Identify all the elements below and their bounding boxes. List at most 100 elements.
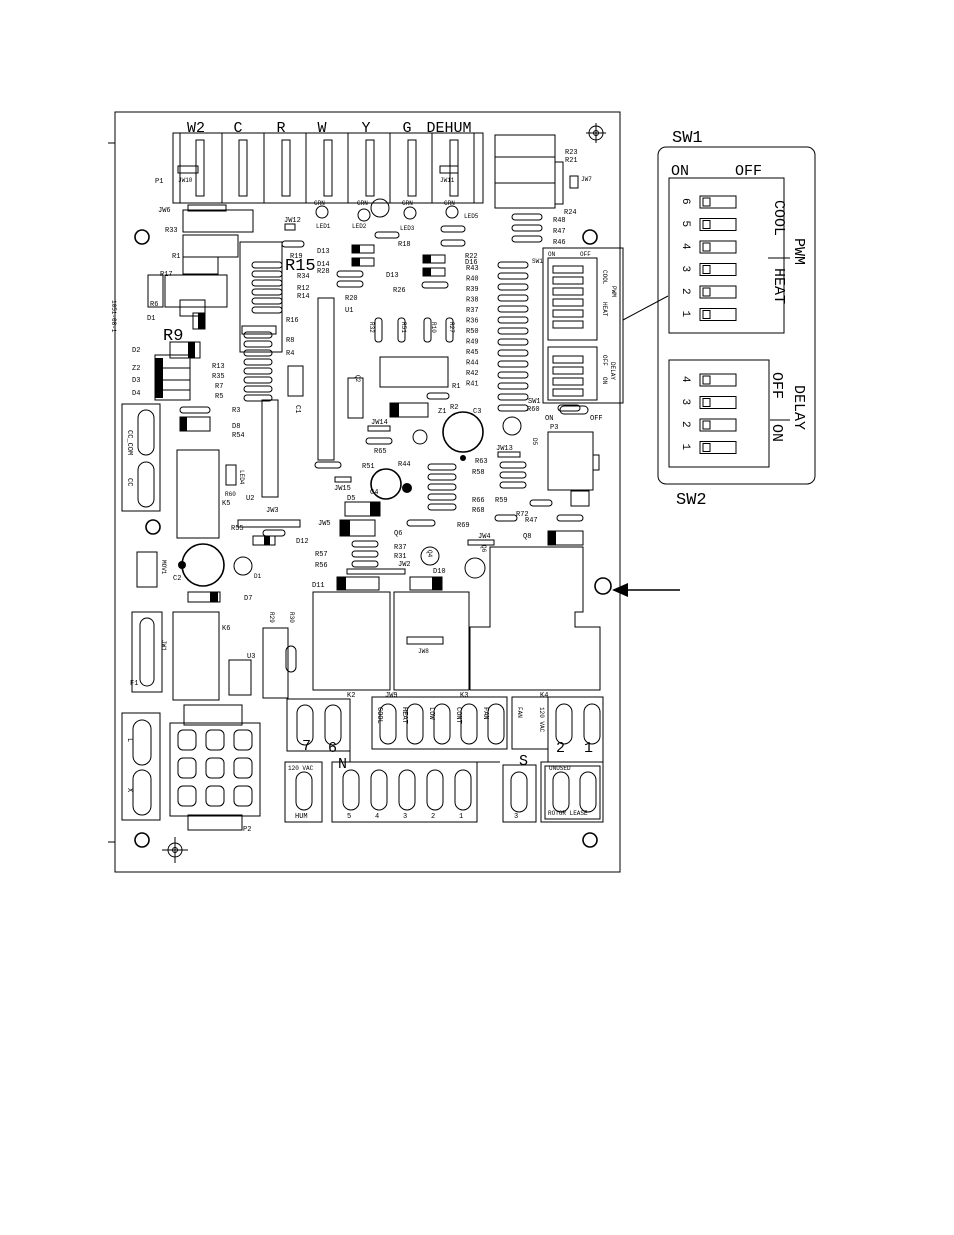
label-r27: R27 [448, 322, 455, 333]
label-r34: R34 [297, 273, 310, 281]
label-off: OFF [590, 415, 603, 423]
terminal-screw [510, 771, 528, 813]
sw1-switch-lever [702, 220, 711, 229]
inset-off-label: OFF [580, 251, 591, 258]
terminal-screw [342, 769, 360, 811]
terminal-screw [449, 139, 459, 197]
label-rotor-lease: ROTOR LEASE [548, 810, 588, 817]
label-r10: R10 [430, 322, 437, 333]
label-c3: C3 [473, 408, 481, 416]
neutral-1: 1 [459, 813, 463, 821]
resistor [557, 404, 581, 412]
sw1-switch-number: 3 [679, 266, 691, 273]
resistor [351, 550, 379, 558]
label-r38: R38 [466, 297, 479, 305]
resistor-right [497, 360, 529, 368]
label-r56: R56 [315, 562, 328, 570]
inset-switch [552, 388, 584, 397]
label-r22: R22 [465, 253, 478, 261]
mounting-holes [134, 229, 598, 848]
sw1-switch-number: 6 [679, 198, 691, 205]
label-f1: F1 [130, 680, 138, 688]
label-z1: Z1 [438, 408, 446, 416]
board-dip-switch-inset [542, 247, 624, 404]
resistor-right [497, 393, 529, 401]
resistor-left-lower [243, 349, 273, 357]
resistor-left-lower [243, 376, 273, 384]
p2-pin [233, 757, 253, 779]
resistor-left [251, 270, 283, 278]
resistor [336, 280, 364, 288]
label-jw1: JW1 [160, 640, 167, 651]
resistor [499, 461, 527, 469]
resistor-left-lower [243, 385, 273, 393]
terminal-screw [365, 139, 375, 197]
label-r44b: R44 [398, 461, 411, 469]
label-r44: R44 [466, 360, 479, 368]
inset-switch [552, 320, 584, 329]
label-r6: R6 [150, 301, 158, 309]
neutral-3: 3 [403, 813, 407, 821]
volt-label-k4: 120 VAC [538, 707, 545, 733]
top-terminal-strip: W2 C R W Y G DEHUM [172, 120, 484, 204]
label-r33: R33 [165, 227, 178, 235]
terminal-screw [323, 139, 333, 197]
resistor-left [251, 297, 283, 305]
label-jw6: JW6 [158, 207, 171, 215]
label-d3: D3 [132, 377, 140, 385]
label-d11: D11 [312, 582, 325, 590]
led [370, 198, 390, 218]
inset-delay-label: DELAY [609, 362, 616, 380]
sw1-switch-lever [702, 197, 711, 207]
inset-switch [552, 355, 584, 364]
resistor [351, 560, 379, 568]
label-c1: C1 [293, 405, 301, 413]
term-6: 6 [328, 740, 337, 757]
terminal-screw [195, 139, 205, 197]
neutral-5: 5 [347, 813, 351, 821]
sw1-switch [699, 195, 737, 209]
label-part-number: 1051-08-1 [110, 300, 117, 333]
label-r48: R48 [553, 217, 566, 225]
crosshair-mark [162, 123, 606, 863]
sw2-switch-lever [702, 420, 711, 430]
resistor [179, 406, 211, 414]
terminal-block-k [286, 698, 351, 752]
label-r19: R19 [290, 253, 303, 261]
resistor-vertical [423, 317, 432, 343]
led [403, 206, 417, 220]
label-r55: R55 [231, 525, 244, 533]
label-r37b: R37 [394, 544, 407, 552]
resistor-right [497, 261, 529, 269]
label-c4: C4 [370, 489, 378, 497]
terminal-screw [407, 139, 417, 197]
sw2-on-label: ON [768, 424, 785, 442]
sw1-switch-lever [702, 265, 711, 274]
label-r45: R45 [466, 349, 479, 357]
label-k2: K2 [347, 692, 355, 700]
label-r16: R16 [286, 317, 299, 325]
label-x: X [125, 788, 133, 793]
label-grn-2: GRN [357, 200, 368, 207]
p2-pin [233, 729, 253, 751]
label-mov1: MOV1 [160, 560, 167, 575]
label-cc-com: CC_COM [125, 430, 133, 455]
resistor-top-right [511, 235, 543, 243]
p2-connector [169, 704, 261, 831]
terminal-screw [579, 771, 597, 813]
label-jw11: JW11 [440, 177, 455, 184]
resistor-top-right [511, 224, 543, 232]
p2-pin [177, 757, 197, 779]
resistor-left-lower [243, 331, 273, 339]
label-jw5: JW5 [318, 520, 331, 528]
resistor [427, 463, 457, 471]
label-r2: R2 [450, 404, 458, 412]
sw2-switch-number: 2 [679, 421, 691, 428]
terminal-screw [433, 703, 451, 745]
inset-switch [552, 298, 584, 307]
inset-pwm-label: PWM [610, 286, 617, 297]
label-d10: D10 [433, 568, 446, 576]
term-n: N [338, 756, 347, 773]
